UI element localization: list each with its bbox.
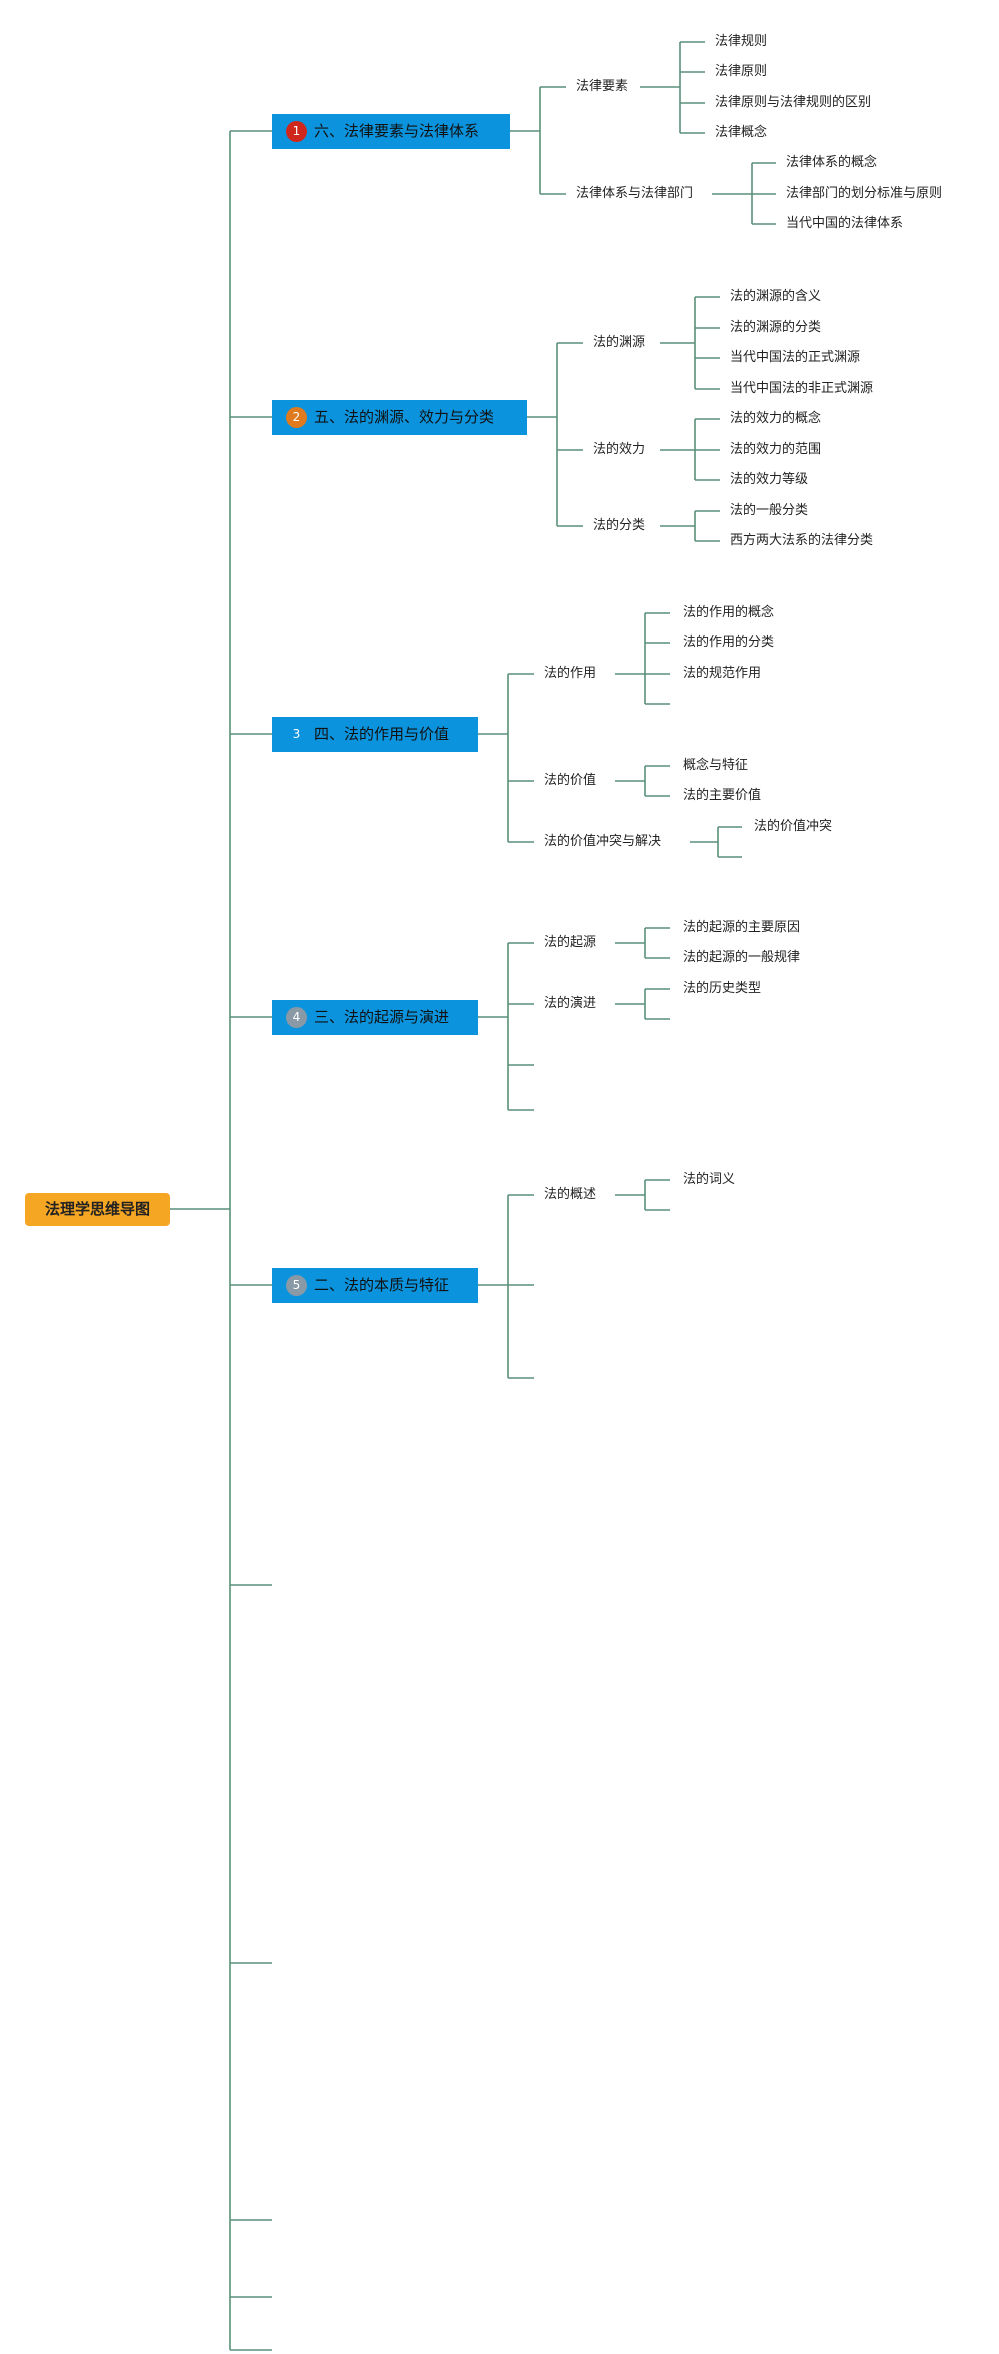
leaf-node[interactable]: 法的效力的概念 (730, 411, 822, 426)
leaf-node[interactable]: 概念与特征 (683, 758, 749, 773)
branch-label: 二、法的本质与特征 (314, 1276, 450, 1294)
sub-node[interactable]: 法的渊源 (593, 335, 646, 350)
branch-node-2[interactable]: 5 二、法的本质与特征 (272, 1268, 478, 1303)
leaf-node[interactable]: 西方两大法系的法律分类 (730, 533, 874, 548)
leaf-node[interactable]: 法的历史类型 (683, 981, 762, 996)
number-badge-5: 5 (286, 1275, 307, 1296)
leaf-node[interactable]: 法的作用的概念 (683, 605, 775, 620)
sub-node[interactable]: 法的演进 (544, 996, 597, 1011)
leaf-node[interactable]: 法的效力等级 (730, 472, 809, 487)
number-badge-3: 3 (286, 724, 307, 745)
leaf-node[interactable]: 法律规则 (715, 34, 768, 49)
leaf-node[interactable]: 法律体系的概念 (786, 155, 878, 170)
leaf-node[interactable]: 法的渊源的分类 (730, 320, 822, 335)
branch-label: 三、法的起源与演进 (314, 1008, 450, 1026)
sub-node[interactable]: 法的价值冲突与解决 (544, 834, 662, 849)
number-badge-4: 4 (286, 1007, 307, 1028)
branch-node-4[interactable]: 3 四、法的作用与价值 (272, 717, 478, 752)
leaf-node[interactable]: 法的规范作用 (683, 666, 762, 681)
leaf-node[interactable]: 当代中国法的非正式渊源 (730, 381, 874, 396)
sub-node[interactable]: 法律要素 (576, 79, 629, 94)
branch-label: 四、法的作用与价值 (314, 725, 450, 743)
sub-node[interactable]: 法的分类 (593, 518, 646, 533)
branch-label: 六、法律要素与法律体系 (314, 122, 480, 140)
leaf-node[interactable]: 法的效力的范围 (730, 442, 822, 457)
leaf-node[interactable]: 法的渊源的含义 (730, 289, 822, 304)
number-badge-2: 2 (286, 407, 307, 428)
leaf-node[interactable]: 法的作用的分类 (683, 635, 775, 650)
leaf-node[interactable]: 法的起源的主要原因 (683, 920, 801, 935)
leaf-node[interactable]: 法律概念 (715, 125, 768, 140)
leaf-node[interactable]: 法的主要价值 (683, 788, 762, 803)
leaf-node[interactable]: 法律原则与法律规则的区别 (715, 95, 872, 110)
number-badge-1: 1 (286, 121, 307, 142)
sub-node[interactable]: 法的价值 (544, 773, 597, 788)
sub-node[interactable]: 法的作用 (544, 666, 597, 681)
leaf-node[interactable]: 法的起源的一般规律 (683, 950, 801, 965)
sub-node[interactable]: 法的起源 (544, 935, 597, 950)
branch-node-6[interactable]: 1 六、法律要素与法律体系 (272, 114, 510, 149)
branch-node-3[interactable]: 4 三、法的起源与演进 (272, 1000, 478, 1035)
leaf-node[interactable]: 法的一般分类 (730, 503, 809, 518)
leaf-node[interactable]: 法的价值冲突 (754, 819, 833, 834)
leaf-node[interactable]: 法律部门的划分标准与原则 (786, 186, 943, 201)
branch-label: 五、法的渊源、效力与分类 (314, 408, 495, 426)
sub-node[interactable]: 法的效力 (593, 442, 646, 457)
branch-node-5[interactable]: 2 五、法的渊源、效力与分类 (272, 400, 527, 435)
leaf-node[interactable]: 当代中国的法律体系 (786, 216, 904, 231)
leaf-node[interactable]: 法的词义 (683, 1172, 736, 1187)
sub-node[interactable]: 法律体系与法律部门 (576, 186, 694, 201)
root-node[interactable]: 法理学思维导图 (25, 1193, 170, 1226)
leaf-node[interactable]: 当代中国法的正式渊源 (730, 350, 861, 365)
sub-node[interactable]: 法的概述 (544, 1187, 597, 1202)
leaf-node[interactable]: 法律原则 (715, 64, 768, 79)
